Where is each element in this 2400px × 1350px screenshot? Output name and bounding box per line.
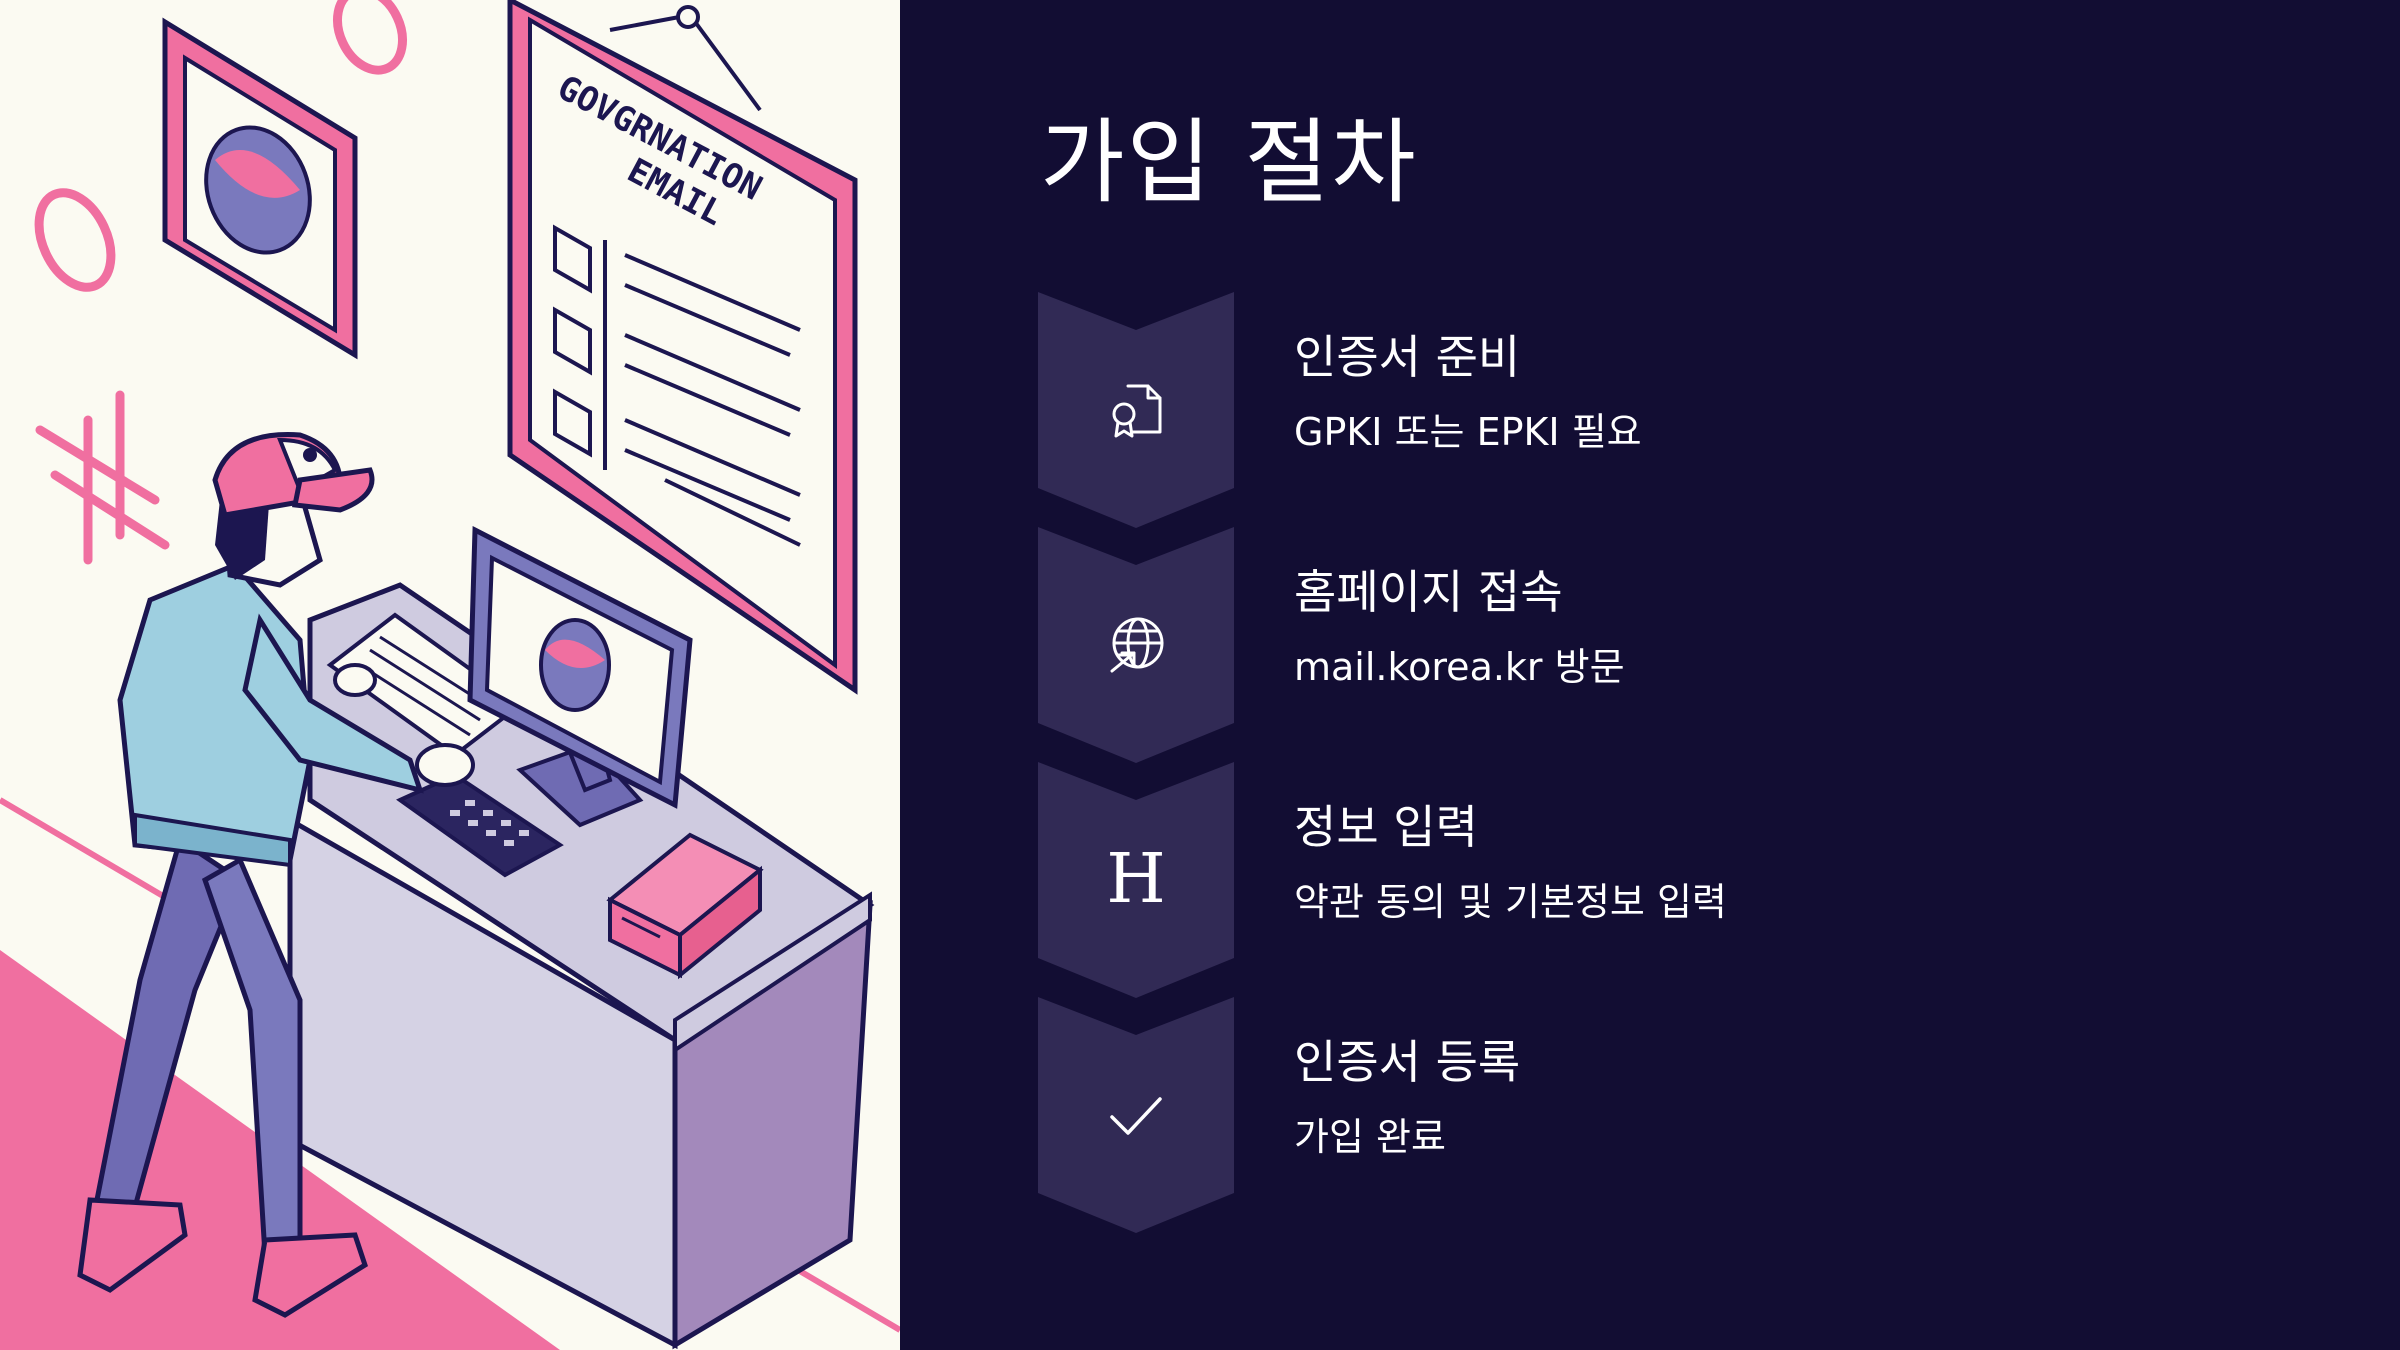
step-prepare-certificate: 인증서 준비 GPKI 또는 EPKI 필요 — [1038, 292, 2238, 528]
certificate-icon — [1038, 370, 1234, 450]
step-title: 정보 입력 — [1294, 800, 1478, 854]
flag-frame — [162, 17, 358, 360]
check-icon — [1038, 1075, 1234, 1155]
deco-ring-icon — [34, 188, 116, 292]
heading-glyph: H — [1106, 840, 1166, 919]
step-description: mail.korea.kr 방문 — [1294, 645, 1625, 689]
step-description: GPKI 또는 EPKI 필요 — [1294, 410, 1642, 454]
page-title: 가입 절차 — [1040, 109, 1418, 216]
step-title: 인증서 등록 — [1294, 1035, 1521, 1089]
step-enter-info: H 정보 입력 약관 동의 및 기본정보 입력 — [1038, 762, 2238, 998]
step-title: 인증서 준비 — [1294, 330, 1521, 384]
registration-steps-panel: 가입 절차 인증서 준비 GPKI 또는 EPKI 필요 — [900, 0, 2400, 1350]
step-register-certificate: 인증서 등록 가입 완료 — [1038, 997, 2238, 1233]
step-badge — [1038, 292, 1234, 528]
email-poster: GOVGRNATION EMAIL — [507, 0, 858, 695]
heading-icon: H — [1038, 840, 1234, 920]
hero-illustration: GOVGRNATION EMAIL — [0, 0, 900, 1350]
step-description: 약관 동의 및 기본정보 입력 — [1294, 880, 1727, 924]
person-at-desk — [77, 432, 475, 1318]
step-visit-homepage: 홈페이지 접속 mail.korea.kr 방문 — [1038, 527, 2238, 763]
step-badge — [1038, 527, 1234, 763]
step-badge — [1038, 997, 1234, 1233]
deco-hash-icon — [35, 390, 170, 565]
step-title: 홈페이지 접속 — [1294, 565, 1563, 619]
globe-icon — [1038, 605, 1234, 685]
step-description: 가입 완료 — [1294, 1115, 1446, 1159]
office-scene-illustration: GOVGRNATION EMAIL — [0, 0, 900, 1350]
computer-monitor — [467, 525, 693, 828]
deco-ring-icon — [333, 0, 407, 75]
step-badge — [1038, 762, 1234, 998]
pink-box — [606, 832, 764, 980]
